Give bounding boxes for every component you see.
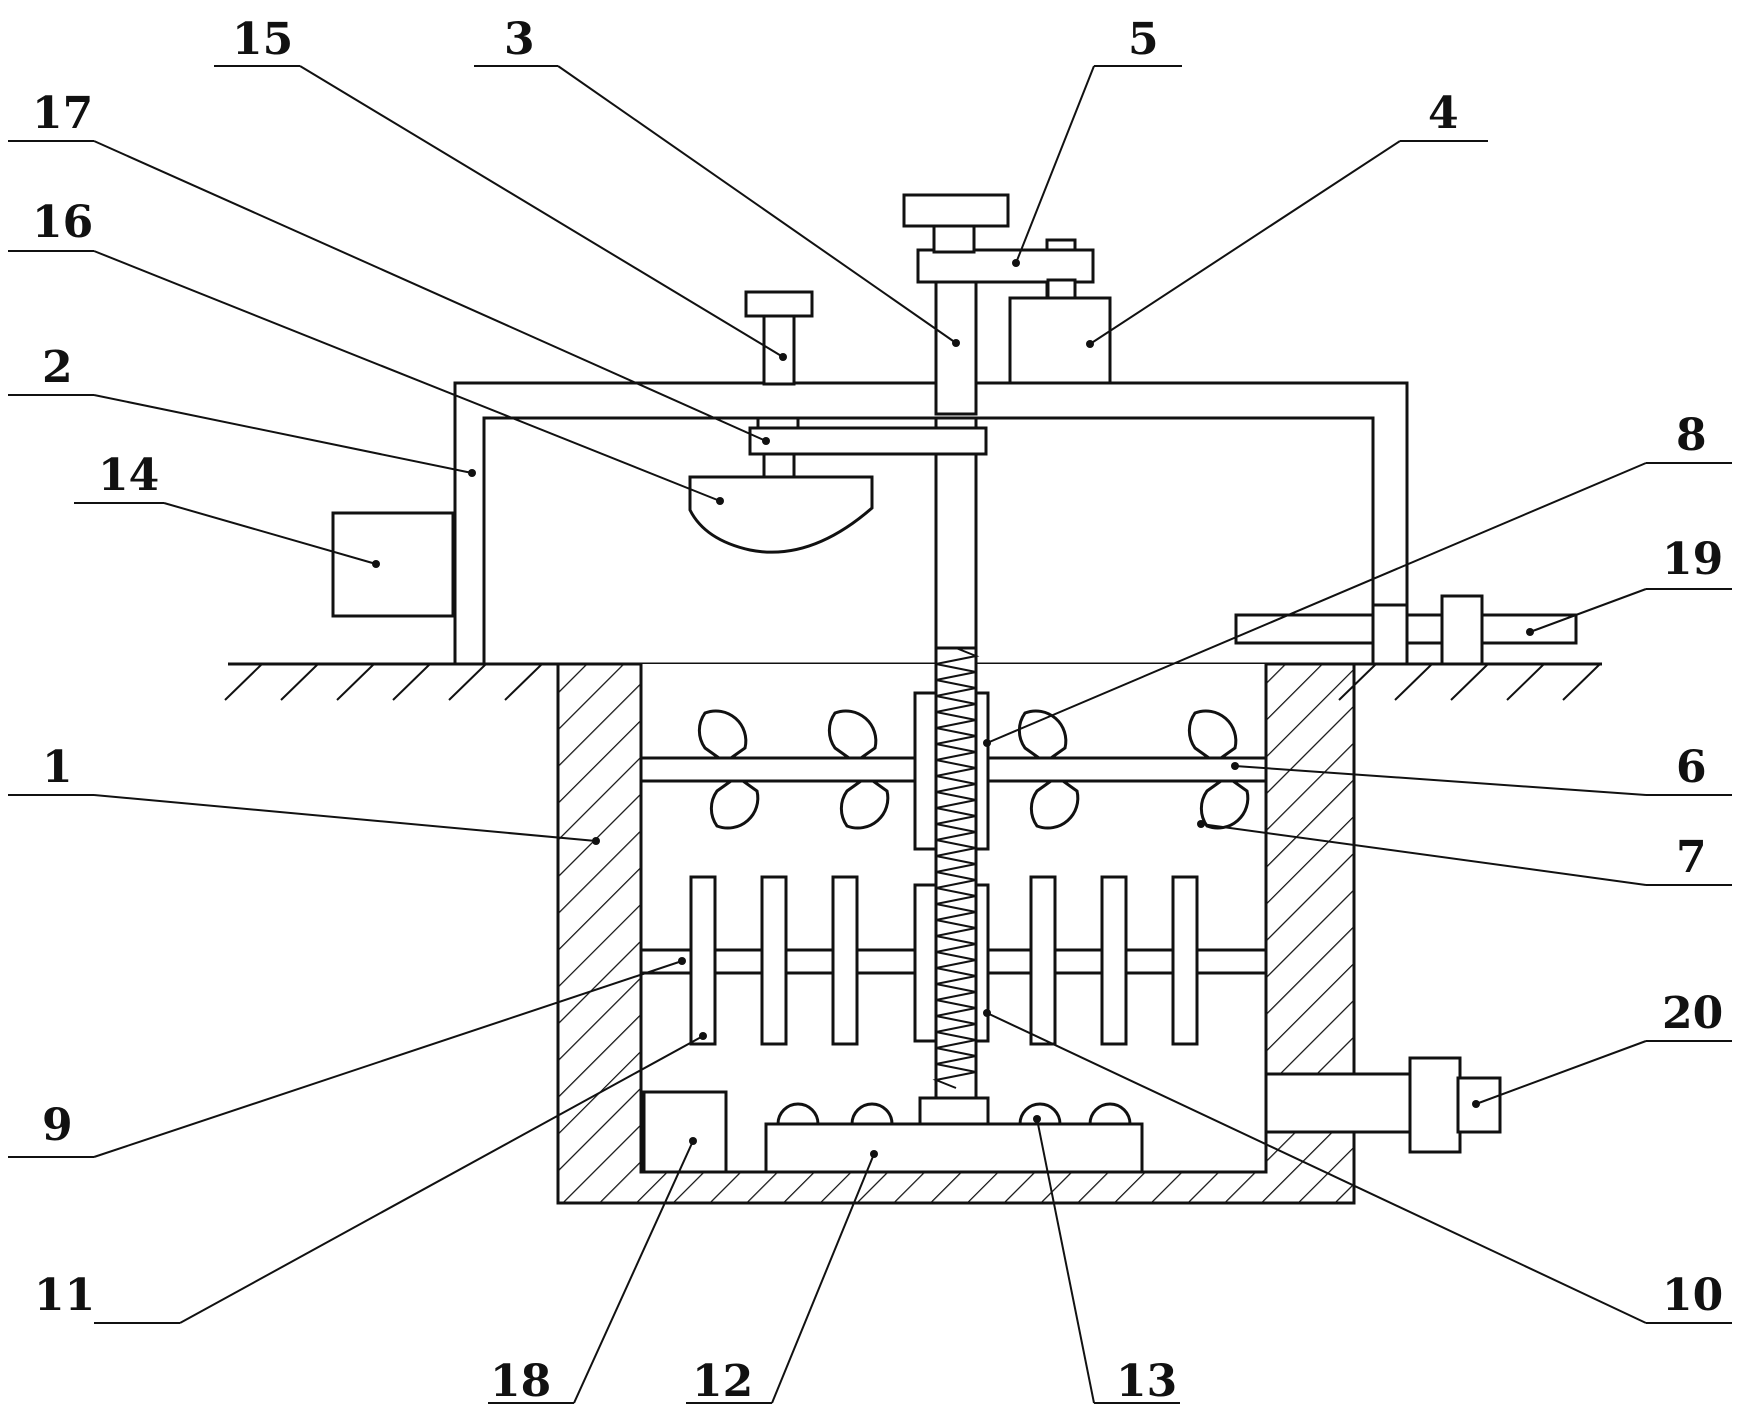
secondary-shaft <box>744 290 814 480</box>
motor-assembly <box>902 193 1112 385</box>
label-10: 10 <box>1662 1270 1723 1321</box>
label-7: 7 <box>1676 832 1707 883</box>
label-12: 12 <box>692 1356 753 1407</box>
label-11: 11 <box>34 1270 95 1321</box>
label-16: 16 <box>32 197 93 248</box>
label-15: 15 <box>232 14 293 65</box>
rollers <box>776 1102 1132 1126</box>
label-5: 5 <box>1128 14 1159 65</box>
label-8: 8 <box>1676 410 1707 461</box>
label-14: 14 <box>98 450 159 501</box>
label-17: 17 <box>32 88 93 139</box>
label-4: 4 <box>1428 88 1459 139</box>
side-handle <box>1234 594 1578 666</box>
label-6: 6 <box>1676 742 1707 793</box>
corner-box <box>642 1090 728 1174</box>
spring-sleeves <box>913 646 990 1100</box>
upper-stirring-bar <box>639 756 1268 783</box>
label-20: 20 <box>1662 988 1723 1039</box>
side-box <box>331 511 455 618</box>
leader-dots <box>372 259 1534 1158</box>
label-13: 13 <box>1116 1356 1177 1407</box>
label-19: 19 <box>1662 534 1723 585</box>
transmission-bar <box>748 416 988 456</box>
spray-head <box>688 475 874 554</box>
outlet-valve <box>1264 1056 1502 1154</box>
label-1: 1 <box>42 742 73 793</box>
leader-lines <box>8 65 1732 1404</box>
part-labels: 15 3 5 4 17 16 2 14 1 9 11 18 12 13 8 19… <box>32 14 1723 1407</box>
upper-paddles <box>697 709 1250 830</box>
label-2: 2 <box>42 342 73 393</box>
label-3: 3 <box>504 14 535 65</box>
label-9: 9 <box>42 1100 73 1151</box>
base-plate <box>764 1096 1144 1174</box>
lower-blades <box>689 875 1199 1046</box>
label-18: 18 <box>490 1356 551 1407</box>
